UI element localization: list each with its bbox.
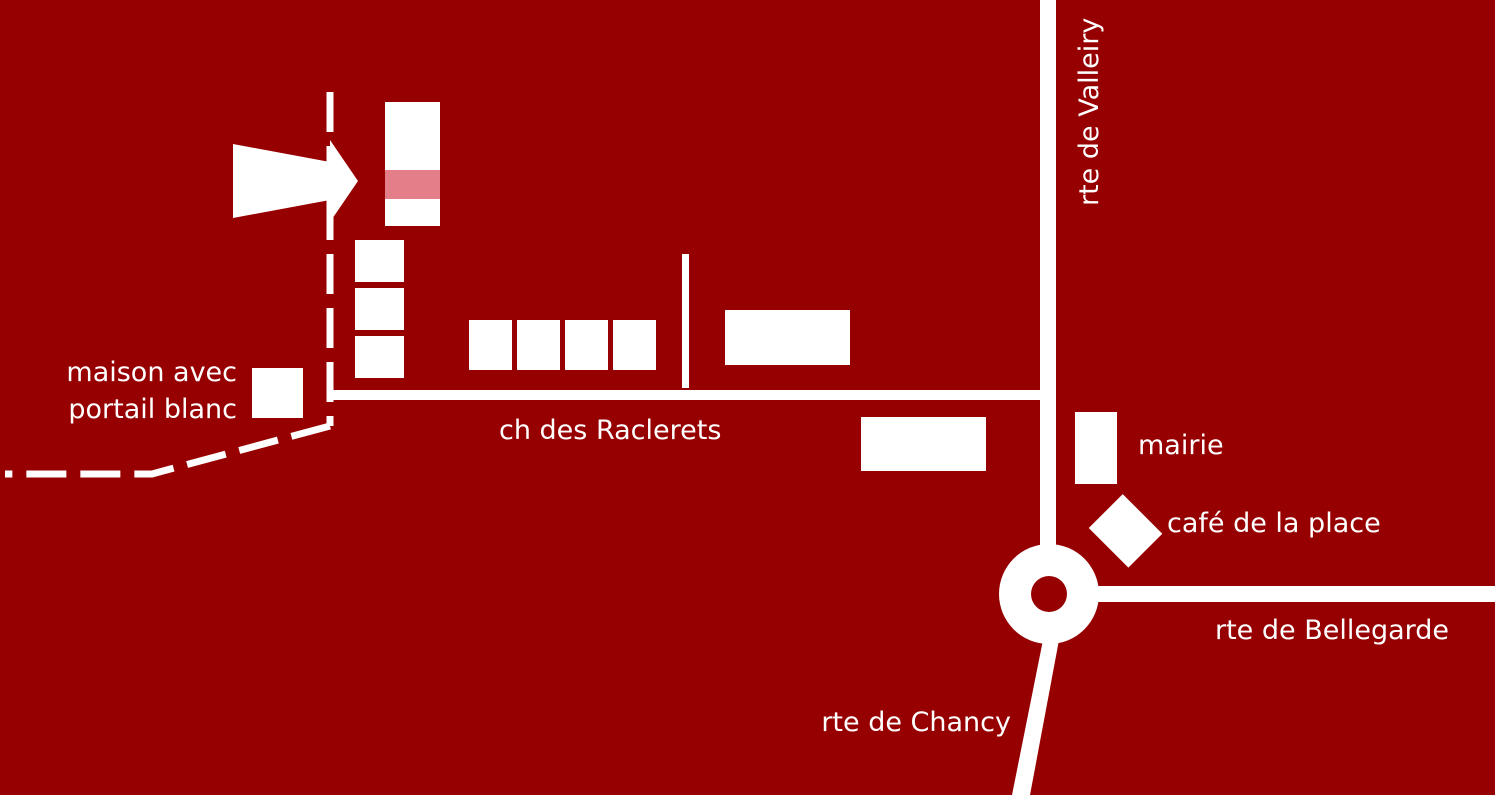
- building-row-1: [469, 320, 512, 370]
- label-rte-de-chancy: rte de Chancy: [821, 707, 1011, 738]
- building-stack-1: [355, 240, 404, 282]
- dashed-path-diagonal: [5, 422, 331, 478]
- label-mairie: mairie: [1138, 430, 1224, 461]
- building-row-3: [565, 320, 608, 370]
- building-row-2: [517, 320, 560, 370]
- label-house-line2: portail blanc: [68, 394, 237, 425]
- road-rte-de-bellegarde: [1090, 586, 1495, 602]
- road-rte-de-chancy: [1012, 640, 1059, 795]
- destination-building: [385, 102, 440, 226]
- building-house-white-gate: [252, 368, 303, 418]
- roundabout-center: [1031, 576, 1067, 612]
- building-stack-3: [355, 336, 404, 378]
- label-rte-de-bellegarde: rte de Bellegarde: [1215, 615, 1449, 646]
- building-mairie: [1075, 412, 1117, 484]
- label-house-line1: maison avec: [66, 357, 237, 388]
- arrow-right-icon: [233, 140, 358, 222]
- label-cafe-de-la-place: café de la place: [1167, 508, 1381, 539]
- road-ch-des-raclerets: [330, 390, 1042, 400]
- building-wide-north: [725, 310, 850, 365]
- building-wide-south: [861, 417, 986, 471]
- road-rte-de-valleiry: [1040, 0, 1056, 560]
- destination-highlight: [385, 170, 440, 199]
- building-stack-2: [355, 288, 404, 330]
- building-cafe: [1088, 494, 1163, 568]
- short-path-divider: [682, 254, 689, 388]
- label-ch-des-raclerets: ch des Raclerets: [499, 415, 721, 446]
- building-row-4: [613, 320, 656, 370]
- label-rte-de-valleiry: rte de Valleiry: [1074, 18, 1105, 206]
